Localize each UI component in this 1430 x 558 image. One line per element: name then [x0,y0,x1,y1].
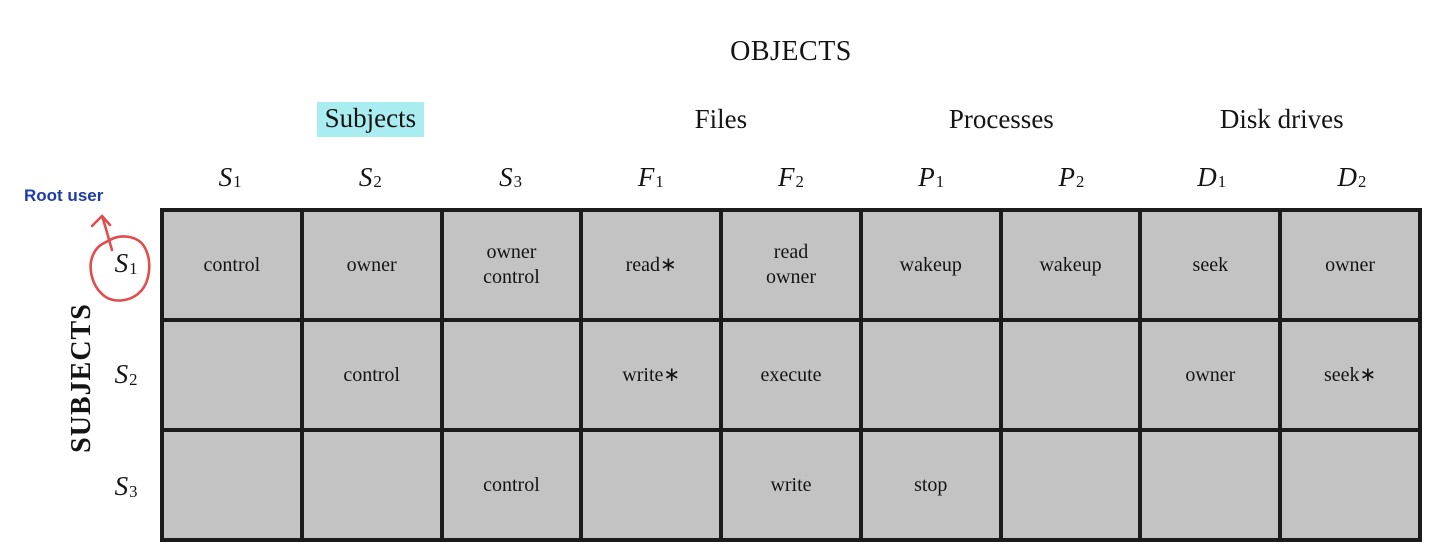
matrix-cell-s3-f2: write [723,432,859,538]
matrix-cell-s1-d1: seek [1142,212,1279,318]
matrix-cell-s3-p2 [1002,432,1139,538]
matrix-cell-s2-s1 [164,322,300,428]
matrix-cell-s1-p1: wakeup [862,212,999,318]
group-header-processes: Processes [948,103,1054,134]
object-group-header-row: Subjects Files Processes Disk drives [160,99,1422,139]
matrix-cell-s2-s2: control [303,322,440,428]
matrix-cell-s2-d1: owner [1142,322,1279,428]
matrix-cell-s1-s1: control [164,212,300,318]
matrix-cell-s1-d2: owner [1282,212,1418,318]
matrix-cell-s1-p2: wakeup [1002,212,1139,318]
matrix-cell-s3-s1 [164,432,300,538]
group-header-files: Files [694,103,748,134]
matrix-cell-s1-s2: owner [303,212,440,318]
red-circle-arrow-annotation [89,214,151,302]
red-circle-icon [89,235,151,302]
matrix-cell-s1-s3: owner control [443,212,580,318]
access-control-matrix: control owner owner control read∗ read o… [160,208,1422,542]
objects-axis-title: OBJECTS [730,36,852,67]
matrix-cell-s2-f2: execute [723,322,859,428]
matrix-cell-s3-s3: control [443,432,580,538]
root-user-annotation: Root user [24,186,104,205]
matrix-cell-s2-d2: seek∗ [1282,322,1418,428]
matrix-cell-s2-f1: write∗ [583,322,720,428]
matrix-cell-s3-d2 [1282,432,1418,538]
matrix-cell-s1-f2: read owner [723,212,859,318]
matrix-cell-s3-d1 [1142,432,1279,538]
red-arrow-icon [90,214,114,252]
group-header-subjects: Subjects [160,99,581,139]
matrix-cell-s2-s3 [443,322,580,428]
matrix-cell-s2-p2 [1002,322,1139,428]
matrix-cell-s3-s2 [303,432,440,538]
subjects-axis-title: SUBJECTS [66,303,97,453]
matrix-cell-s3-f1 [583,432,720,538]
matrix-cell-s3-p1: stop [862,432,999,538]
group-header-disk-drives: Disk drives [1219,103,1344,134]
highlight-marker: Subjects [316,101,425,137]
matrix-cell-s1-f1: read∗ [583,212,720,318]
matrix-cell-s2-p1 [862,322,999,428]
